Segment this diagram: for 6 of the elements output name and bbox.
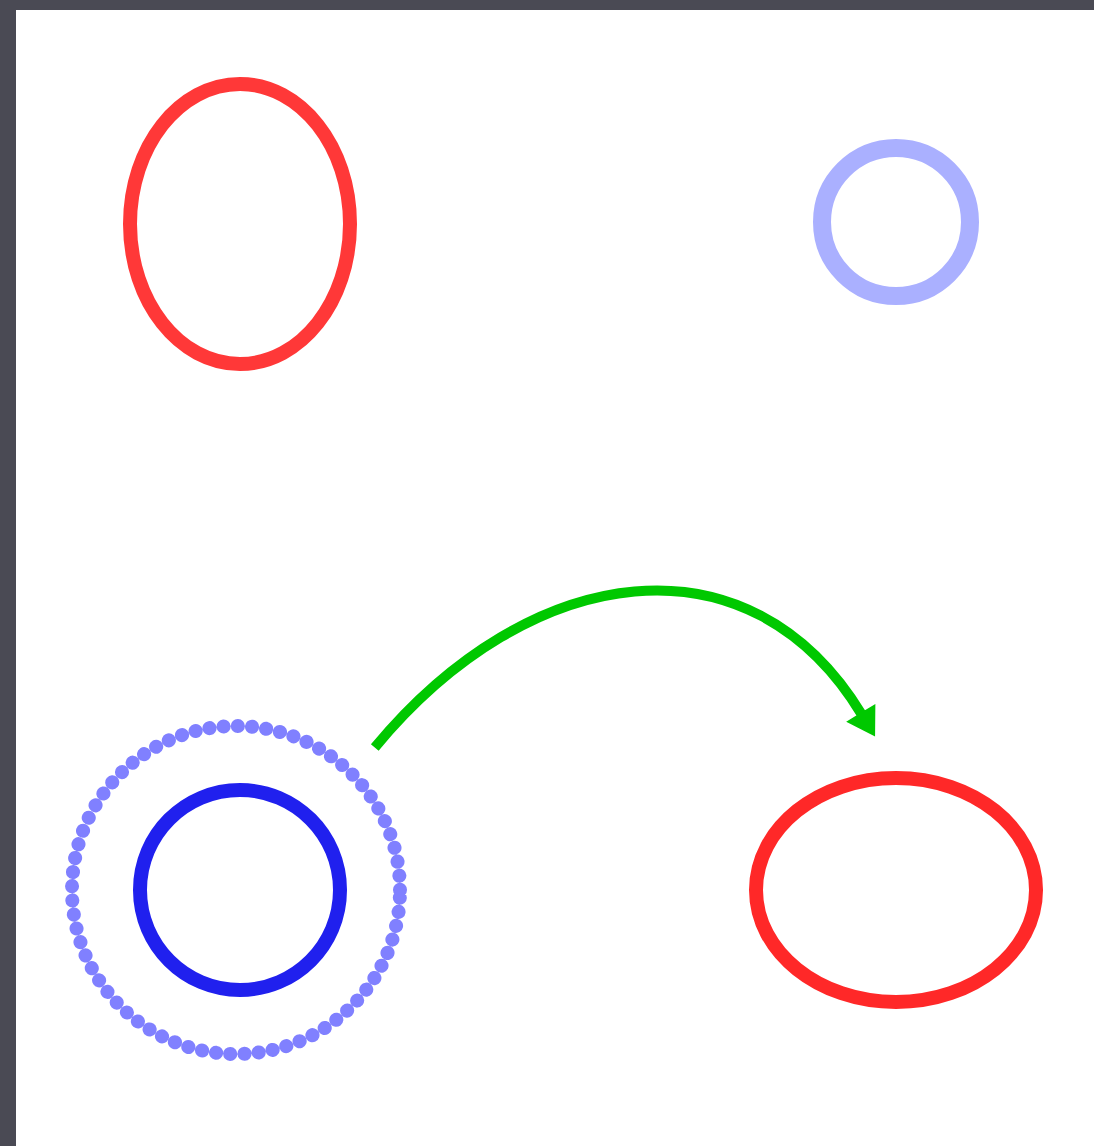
ellipse-shape xyxy=(749,771,1043,1009)
arrow xyxy=(371,586,876,751)
dotted-ring xyxy=(65,719,407,1061)
circle-shape xyxy=(133,783,347,997)
ellipse-shape xyxy=(123,77,357,371)
circle-shape xyxy=(813,139,979,305)
